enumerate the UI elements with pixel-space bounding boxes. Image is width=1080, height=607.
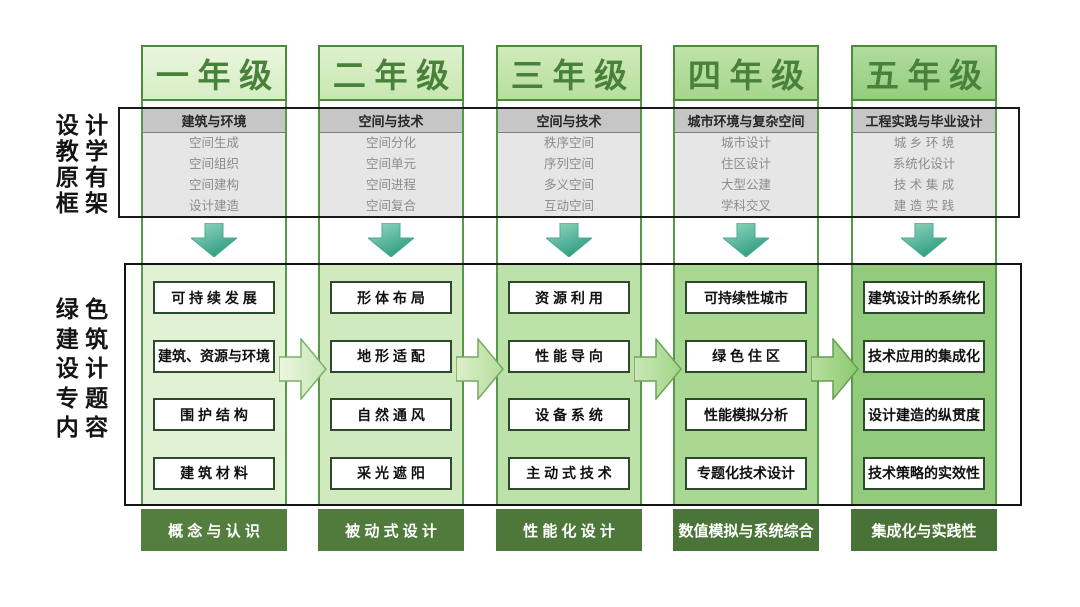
topic-box: 技术策略的实效性 [863, 456, 985, 490]
topic-panel: 形 体 布 局 地 形 适 配 自 然 通 风 采 光 遮 阳 [318, 263, 464, 506]
framework-theme: 空间与技术 [496, 108, 642, 133]
side-label-line: 原 有 [55, 164, 109, 190]
framework-item: 空间复合 [365, 199, 416, 214]
framework-items: 空间分化 空间单元 空间进程 空间复合 [318, 133, 464, 217]
side-label-line: 内 容 [55, 414, 109, 440]
topic-box: 可 持 续 发 展 [153, 281, 275, 314]
framework-item: 空间进程 [365, 178, 416, 193]
grade-header: 四年级 [673, 45, 819, 101]
flow-arrow-icon [811, 338, 859, 400]
topic-box: 设 备 系 统 [508, 398, 630, 432]
topic-box: 主 动 式 技 术 [508, 456, 630, 490]
flow-arrow-icon [279, 338, 327, 400]
grade-column-2: 二年级 空间与技术 空间分化 空间单元 空间进程 空间复合 形 体 布 局 地 … [318, 0, 464, 607]
stage-label: 概 念 与 认 识 [141, 509, 287, 551]
topic-box: 围 护 结 构 [153, 398, 275, 432]
framework-theme: 空间与技术 [318, 108, 464, 133]
stage-label: 被 动 式 设 计 [318, 509, 464, 551]
grade-column-4: 四年级 城市环境与复杂空间 城市设计 住区设计 大型公建 学科交叉 可持续性城市… [673, 0, 819, 607]
grade-header: 三年级 [496, 45, 642, 101]
topic-panel: 资 源 利 用 性 能 导 向 设 备 系 统 主 动 式 技 术 [496, 263, 642, 506]
framework-items: 秩序空间 序列空间 多义空间 互动空间 [496, 133, 642, 217]
framework-item: 空间建构 [188, 178, 239, 193]
topic-box: 建 筑 材 料 [153, 456, 275, 490]
framework-item: 空间分化 [365, 136, 416, 151]
topic-box: 专题化技术设计 [685, 456, 807, 490]
side-label-line: 专 题 [55, 384, 109, 411]
grade-header: 一年级 [141, 45, 287, 101]
down-arrow-icon [546, 223, 592, 257]
topic-box: 建筑设计的系统化 [863, 281, 985, 314]
topic-box: 技术应用的集成化 [863, 339, 985, 373]
grade-title: 二年级 [332, 57, 458, 94]
framework-theme: 城市环境与复杂空间 [673, 108, 819, 133]
stage-label: 数值模拟与系统综合 [673, 509, 819, 551]
side-label-line: 绿 色 [55, 296, 109, 322]
side-label-green-content: 绿 色 建 筑 设 计 专 题 内 容 [46, 295, 118, 443]
topic-box: 采 光 遮 阳 [330, 456, 452, 490]
framework-item: 空间生成 [188, 136, 239, 151]
framework-item: 住区设计 [720, 157, 771, 172]
side-label-line: 设 计 [55, 112, 109, 138]
grade-title: 四年级 [687, 57, 813, 94]
topic-box: 建筑、资源与环境 [153, 339, 275, 373]
framework-item: 建 造 实 践 [893, 199, 955, 214]
framework-item: 空间组织 [188, 157, 239, 172]
framework-item: 城 乡 环 境 [893, 136, 955, 151]
framework-items: 空间生成 空间组织 空间建构 设计建造 [141, 133, 287, 217]
framework-item: 系统化设计 [892, 157, 956, 172]
framework-theme: 建筑与环境 [141, 108, 287, 133]
framework-item: 互动空间 [543, 199, 594, 214]
framework-items: 城 乡 环 境 系统化设计 技 术 集 成 建 造 实 践 [851, 133, 997, 217]
topic-box: 性 能 导 向 [508, 339, 630, 373]
framework-item: 设计建造 [188, 199, 239, 214]
framework-item: 序列空间 [543, 157, 594, 172]
grade-title: 三年级 [510, 57, 636, 94]
topic-box: 地 形 适 配 [330, 339, 452, 373]
topic-box: 绿 色 住 区 [685, 339, 807, 373]
topic-box: 资 源 利 用 [508, 281, 630, 314]
side-label-line: 框 架 [55, 190, 109, 216]
framework-item: 空间单元 [365, 157, 416, 172]
topic-box: 性能模拟分析 [685, 398, 807, 432]
grade-column-5: 五年级 工程实践与毕业设计 城 乡 环 境 系统化设计 技 术 集 成 建 造 … [851, 0, 997, 607]
flow-arrow-icon [456, 338, 504, 400]
framework-items: 城市设计 住区设计 大型公建 学科交叉 [673, 133, 819, 217]
down-arrow-icon [723, 223, 769, 257]
topic-box: 设计建造的纵贯度 [863, 398, 985, 432]
topic-box: 形 体 布 局 [330, 281, 452, 314]
flow-arrow-icon [634, 338, 682, 400]
framework-theme: 工程实践与毕业设计 [851, 108, 997, 133]
topic-box: 可持续性城市 [685, 281, 807, 314]
framework-item: 学科交叉 [720, 199, 771, 214]
down-arrow-icon [191, 223, 237, 257]
grade-title: 一年级 [155, 57, 281, 94]
down-arrow-icon [368, 223, 414, 257]
framework-item: 秩序空间 [543, 136, 594, 151]
side-label-line: 设 计 [55, 355, 109, 381]
topic-box: 自 然 通 风 [330, 398, 452, 432]
grade-header: 二年级 [318, 45, 464, 101]
down-arrow-icon [901, 223, 947, 257]
grade-header: 五年级 [851, 45, 997, 101]
framework-item: 城市设计 [720, 136, 771, 151]
topic-panel: 可持续性城市 绿 色 住 区 性能模拟分析 专题化技术设计 [673, 263, 819, 506]
framework-item: 技 术 集 成 [893, 178, 955, 193]
grade-title: 五年级 [865, 57, 991, 94]
topic-panel: 建筑设计的系统化 技术应用的集成化 设计建造的纵贯度 技术策略的实效性 [851, 263, 997, 506]
side-label-line: 建 筑 [55, 325, 109, 352]
framework-item: 多义空间 [543, 178, 594, 193]
framework-item: 大型公建 [720, 178, 771, 193]
side-label-line: 教 学 [55, 138, 109, 164]
side-label-original-framework: 设 计 教 学 原 有 框 架 [46, 112, 118, 216]
stage-label: 性 能 化 设 计 [496, 509, 642, 551]
topic-panel: 可 持 续 发 展 建筑、资源与环境 围 护 结 构 建 筑 材 料 [141, 263, 287, 506]
stage-label: 集成化与实践性 [851, 509, 997, 551]
grade-column-1: 一年级 建筑与环境 空间生成 空间组织 空间建构 设计建造 可 持 续 发 展 … [141, 0, 287, 607]
grade-column-3: 三年级 空间与技术 秩序空间 序列空间 多义空间 互动空间 资 源 利 用 性 … [496, 0, 642, 607]
